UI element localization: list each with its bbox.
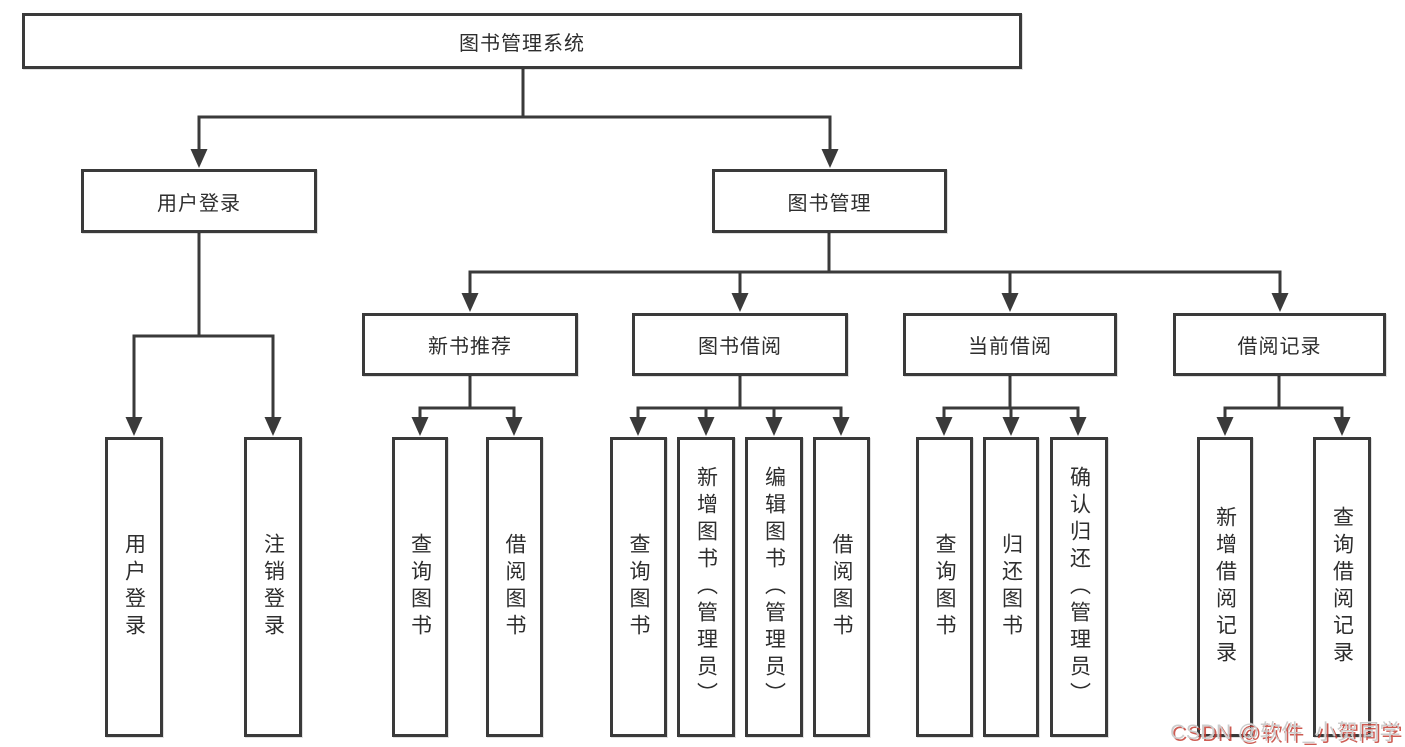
connector-root-to-level2 (190, 69, 839, 168)
leaf-query-book-recommend-label: 查询图书 (408, 533, 432, 641)
connector-borrow-record-to-leaves (1216, 376, 1351, 436)
connector-user-login-to-leaves (125, 233, 282, 436)
leaf-add-book-admin-label: 新增图书（管理员） (694, 465, 718, 709)
leaf-return-book-label: 归还图书 (999, 533, 1023, 641)
node-current-borrow: 当前借阅 (903, 313, 1117, 376)
leaf-borrow-book-recommend-label: 借阅图书 (503, 533, 526, 641)
leaf-user-login: 用户登录 (105, 437, 163, 737)
leaf-borrow-book-label: 借阅图书 (830, 533, 853, 641)
connector-book-borrow-to-leaves (629, 376, 850, 436)
leaf-confirm-return-admin: 确认归还（管理员） (1050, 437, 1108, 737)
node-root: 图书管理系统 (22, 13, 1022, 69)
node-book-management: 图书管理 (712, 169, 947, 233)
leaf-query-book-current-label: 查询图书 (933, 533, 956, 641)
connector-book-mgmt-to-level3 (461, 233, 1289, 312)
leaf-query-borrow-record: 查询借阅记录 (1313, 437, 1371, 737)
leaf-query-book-recommend: 查询图书 (392, 437, 448, 737)
connector-new-book-to-leaves (411, 376, 523, 436)
leaf-query-book-borrow: 查询图书 (610, 437, 667, 737)
leaf-user-login-label: 用户登录 (122, 533, 146, 641)
leaf-add-book-admin: 新增图书（管理员） (677, 437, 735, 737)
node-new-book-recommend-label: 新书推荐 (428, 336, 512, 358)
node-book-management-label: 图书管理 (787, 192, 872, 215)
leaf-confirm-return-admin-label: 确认归还（管理员） (1067, 465, 1091, 709)
leaf-borrow-book-recommend: 借阅图书 (486, 437, 543, 737)
leaf-add-borrow-record: 新增借阅记录 (1197, 437, 1253, 737)
node-book-borrow: 图书借阅 (632, 313, 848, 376)
node-borrow-record: 借阅记录 (1173, 313, 1386, 376)
leaf-return-book: 归还图书 (983, 437, 1039, 737)
leaf-edit-book-admin: 编辑图书（管理员） (745, 437, 803, 737)
node-user-login: 用户登录 (81, 169, 317, 233)
watermark: CSDN @软件_小贺同学 (1170, 721, 1401, 744)
leaf-query-book-current: 查询图书 (916, 437, 973, 737)
leaf-edit-book-admin-label: 编辑图书（管理员） (762, 465, 786, 709)
node-root-label: 图书管理系统 (459, 32, 585, 55)
leaf-logout: 注销登录 (244, 437, 302, 737)
node-user-login-label: 用户登录 (157, 192, 241, 215)
node-new-book-recommend: 新书推荐 (362, 313, 578, 376)
node-current-borrow-label: 当前借阅 (968, 336, 1052, 358)
leaf-query-book-borrow-label: 查询图书 (627, 533, 650, 641)
node-book-borrow-label: 图书借阅 (698, 336, 782, 358)
leaf-borrow-book: 借阅图书 (813, 437, 870, 737)
node-borrow-record-label: 借阅记录 (1237, 336, 1322, 358)
leaf-logout-label: 注销登录 (261, 533, 285, 641)
leaf-query-borrow-record-label: 查询借阅记录 (1330, 506, 1354, 668)
leaf-add-borrow-record-label: 新增借阅记录 (1213, 506, 1237, 668)
connector-current-borrow-to-leaves (935, 376, 1087, 436)
